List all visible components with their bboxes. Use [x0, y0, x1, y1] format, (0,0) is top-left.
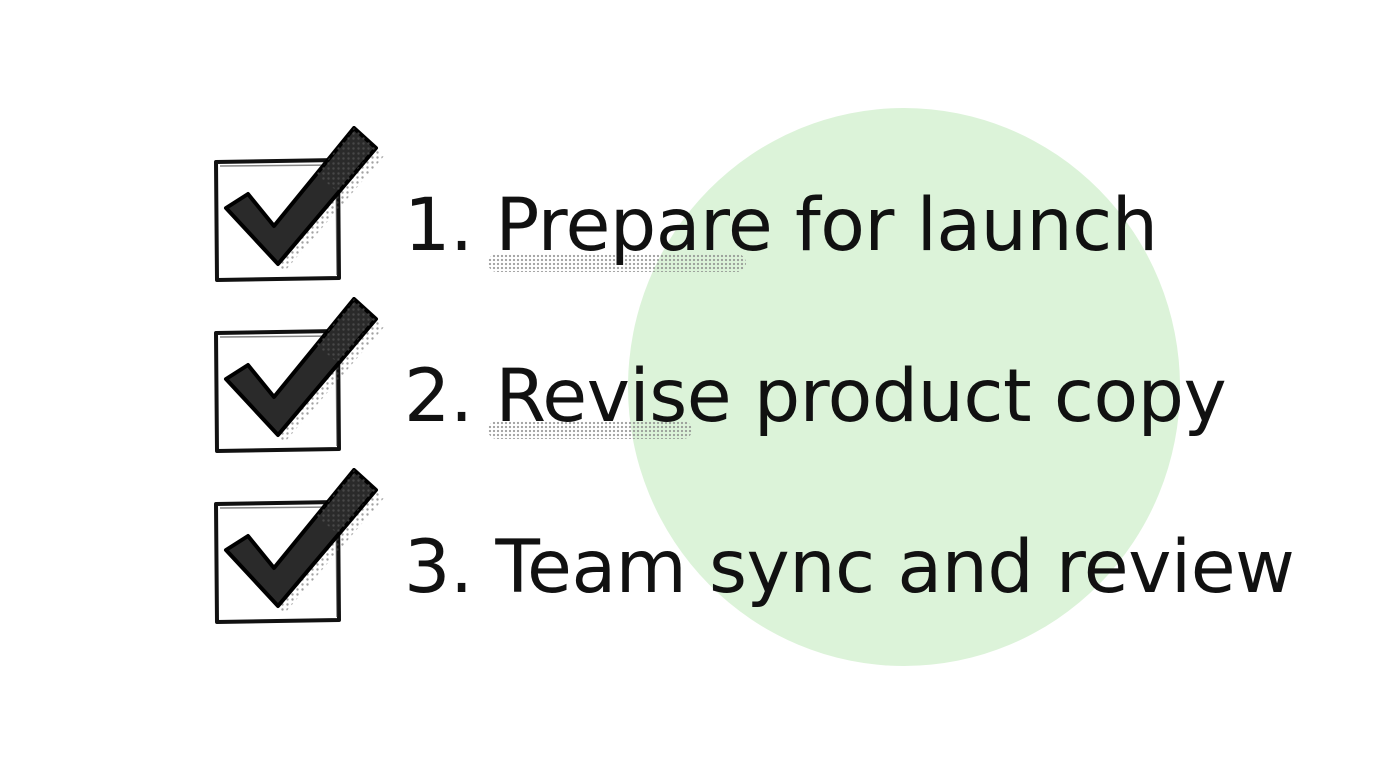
- item-label: 2. Revise product copy: [404, 354, 1227, 439]
- checkbox[interactable]: [206, 468, 386, 638]
- checkbox[interactable]: [206, 126, 386, 296]
- checkbox-box-icon: [206, 297, 386, 467]
- checklist-item: 1. Prepare for launch: [0, 126, 1376, 296]
- background-circle: [628, 108, 1180, 666]
- dotted-underline: [488, 421, 692, 439]
- item-label: 1. Prepare for launch: [404, 183, 1158, 268]
- checkbox-box-icon: [206, 126, 386, 296]
- checklist-item: 3. Team sync and review: [0, 468, 1376, 638]
- checklist-item: 2. Revise product copy: [0, 297, 1376, 467]
- checkbox-box-icon: [206, 468, 386, 638]
- item-label: 3. Team sync and review: [404, 525, 1295, 610]
- checkbox[interactable]: [206, 297, 386, 467]
- dotted-underline: [488, 254, 746, 272]
